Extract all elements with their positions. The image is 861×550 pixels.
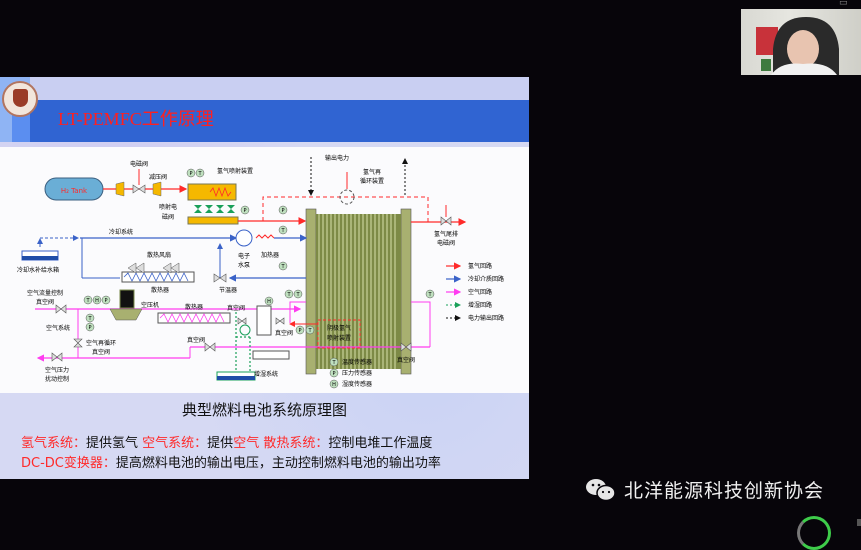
- webcam-video[interactable]: [741, 9, 861, 75]
- svg-text:P: P: [281, 208, 284, 214]
- sensor-legend: T 温度传感器 P 压力传感器 H 湿度传感器: [329, 357, 372, 389]
- svg-text:增湿系统: 增湿系统: [254, 370, 278, 378]
- svg-text:冷却介质回路: 冷却介质回路: [468, 275, 504, 283]
- description-line-2: DC-DC变换器：提高燃料电池的输出电压，主动控制燃料电池的输出功率: [21, 456, 441, 471]
- svg-text:电子: 电子: [238, 252, 250, 260]
- svg-text:输出电力: 输出电力: [325, 154, 349, 162]
- svg-text:磁阀: 磁阀: [162, 213, 174, 221]
- svg-text:真空阀: 真空阀: [227, 304, 245, 312]
- svg-text:喷射装置: 喷射装置: [327, 334, 351, 342]
- webcam-titlebar: ▭ ✕: [765, 0, 861, 8]
- svg-text:电力输出回路: 电力输出回路: [468, 314, 504, 322]
- svg-text:H₂ Tank: H₂ Tank: [61, 187, 88, 195]
- svg-text:T: T: [307, 328, 312, 334]
- svg-text:T: T: [87, 316, 92, 322]
- svg-text:T: T: [331, 360, 336, 366]
- circuit-legend: 氢气回路 冷却介质回路 空气回路 增湿回路 电力输出回路: [446, 262, 504, 322]
- svg-text:氢气尾排: 氢气尾排: [434, 230, 458, 238]
- svg-text:真空阀: 真空阀: [92, 348, 110, 356]
- svg-text:T: T: [280, 264, 285, 270]
- svg-text:循环装置: 循环装置: [360, 177, 384, 185]
- wechat-watermark: 北洋能源科技创新协会: [584, 476, 824, 503]
- svg-text:H: H: [267, 299, 271, 305]
- wechat-icon: [586, 478, 616, 501]
- fuel-cell-stack: [305, 208, 412, 375]
- svg-text:T: T: [85, 298, 90, 304]
- slide-header-strip: [0, 77, 529, 100]
- svg-text:空气系统: 空气系统: [46, 324, 70, 332]
- slide-title: LT-PEMFC工作原理: [58, 109, 214, 129]
- h2-tank: H₂ Tank: [44, 177, 104, 201]
- minimize-icon[interactable]: ▭: [839, 0, 848, 8]
- svg-text:扰动控制: 扰动控制: [45, 375, 69, 383]
- svg-text:电磁阀: 电磁阀: [130, 160, 148, 168]
- svg-text:散热器: 散热器: [151, 286, 169, 294]
- svg-text:真空阀: 真空阀: [36, 298, 54, 306]
- svg-text:P: P: [243, 208, 246, 214]
- svg-text:P: P: [88, 325, 91, 331]
- svg-text:阴极氢气: 阴极氢气: [327, 324, 351, 332]
- svg-text:节温器: 节温器: [219, 286, 237, 294]
- fuel-cell-system-diagram: H₂ Tank 电磁阀 减压阀 P T 氢气喷射装置 喷射电 磁阀: [0, 147, 529, 393]
- svg-text:冷却水补给水箱: 冷却水补给水箱: [17, 266, 59, 274]
- svg-text:压力传感器: 压力传感器: [342, 369, 372, 377]
- scrollbar-edge[interactable]: [857, 519, 861, 526]
- svg-text:喷射电: 喷射电: [159, 203, 177, 211]
- svg-text:T: T: [286, 292, 291, 298]
- svg-text:T: T: [427, 292, 432, 298]
- svg-text:电磁阀: 电磁阀: [437, 239, 455, 247]
- svg-text:空气再循环: 空气再循环: [86, 339, 116, 347]
- wechat-account-name: 北洋能源科技创新协会: [624, 480, 825, 502]
- svg-text:氢气再: 氢气再: [363, 168, 381, 176]
- description-line-1: 氢气系统：提供氢气 空气系统：提供空气 散热系统：控制电堆工作温度: [21, 436, 433, 451]
- svg-text:空气压力: 空气压力: [45, 366, 69, 374]
- svg-text:空压机: 空压机: [141, 301, 159, 309]
- svg-text:T: T: [295, 292, 300, 298]
- svg-text:散热风扇: 散热风扇: [147, 251, 171, 259]
- university-logo: [2, 81, 38, 117]
- svg-text:P: P: [332, 371, 335, 377]
- status-indicator: [797, 516, 831, 550]
- svg-text:P: P: [104, 298, 107, 304]
- svg-text:空气回路: 空气回路: [468, 288, 492, 296]
- svg-text:T: T: [280, 228, 285, 234]
- svg-text:增湿回路: 增湿回路: [468, 301, 492, 309]
- svg-text:散热器: 散热器: [185, 303, 203, 311]
- svg-text:P: P: [189, 171, 192, 177]
- diagram-caption: 典型燃料电池系统原理图: [181, 401, 347, 419]
- svg-text:真空阀: 真空阀: [275, 329, 293, 337]
- svg-text:加热器: 加热器: [261, 251, 279, 259]
- svg-text:氢气喷射装置: 氢气喷射装置: [217, 167, 253, 175]
- svg-text:氢气回路: 氢气回路: [468, 262, 492, 270]
- svg-text:水泵: 水泵: [238, 261, 250, 269]
- svg-text:减压阀: 减压阀: [149, 173, 167, 181]
- svg-text:H: H: [332, 382, 336, 388]
- presentation-slide: LT-PEMFC工作原理 H₂ Tank 电磁阀 减压阀: [0, 77, 529, 479]
- svg-text:湿度传感器: 湿度传感器: [342, 380, 372, 388]
- svg-text:H: H: [95, 298, 99, 304]
- svg-text:温度传感器: 温度传感器: [342, 358, 372, 366]
- svg-text:T: T: [197, 171, 202, 177]
- svg-text:真空阀: 真空阀: [187, 336, 205, 344]
- svg-text:冷却系统: 冷却系统: [109, 228, 133, 236]
- svg-text:真空阀: 真空阀: [397, 356, 415, 364]
- svg-text:空气流量控制: 空气流量控制: [27, 289, 63, 297]
- svg-text:P: P: [298, 328, 301, 334]
- title-bar: [30, 100, 529, 142]
